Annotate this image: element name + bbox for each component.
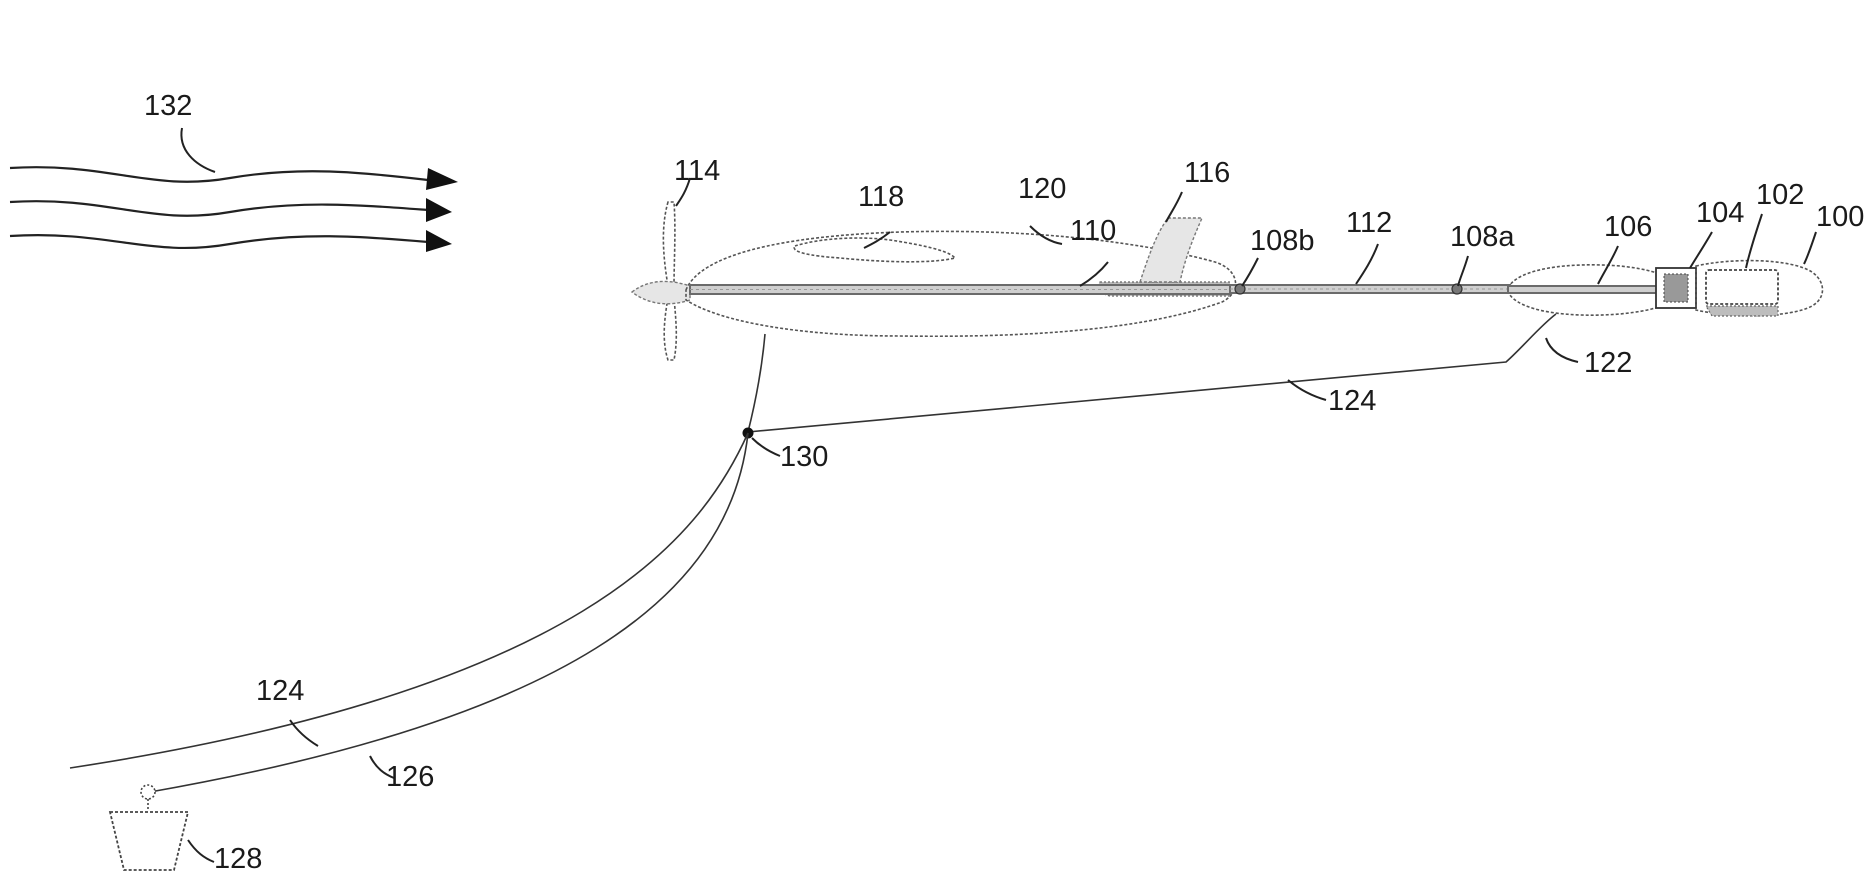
label-132: 132 <box>144 90 192 122</box>
leader-128 <box>188 840 214 862</box>
label-110: 110 <box>1070 215 1116 247</box>
leader-106 <box>1598 246 1618 284</box>
label-130: 130 <box>780 441 828 473</box>
label-118: 118 <box>858 181 904 213</box>
label-108a: 108a <box>1450 221 1515 253</box>
leader-112 <box>1356 244 1378 284</box>
leader-102 <box>1746 214 1762 268</box>
arrow-head-bottom-icon <box>426 230 452 252</box>
nose-base-shade <box>1706 306 1778 316</box>
spinner-cone <box>632 281 690 303</box>
leader-108b <box>1242 258 1258 286</box>
arrow-head-top-icon <box>426 168 458 190</box>
label-108b: 108b <box>1250 225 1315 257</box>
label-102: 102 <box>1756 179 1804 211</box>
label-126: 126 <box>386 761 434 793</box>
leader-104 <box>1690 232 1712 268</box>
rotor-blade-lower <box>664 298 676 360</box>
leader-132 <box>181 128 215 172</box>
arrow-head-middle-icon <box>426 198 452 222</box>
tail-fin-116 <box>1140 218 1202 282</box>
tether-upper-124 <box>748 314 1556 432</box>
wind-stream-middle <box>10 201 428 216</box>
label-114: 114 <box>674 155 720 187</box>
label-104: 104 <box>1696 197 1744 229</box>
rotor-blade-upper <box>663 202 675 286</box>
ground-anchor-128 <box>110 812 188 870</box>
label-116: 116 <box>1184 157 1230 189</box>
bridle-front <box>748 334 765 432</box>
leader-122 <box>1546 338 1578 362</box>
anchor-ring-icon <box>141 785 155 799</box>
rotor-assembly <box>632 178 690 360</box>
tether-ground-124 <box>70 433 748 768</box>
label-128: 128 <box>214 843 262 875</box>
label-100: 100 <box>1816 201 1864 233</box>
leader-108a <box>1458 256 1468 286</box>
inner-shaft-106 <box>1508 286 1660 293</box>
gear-pattern-icon <box>1664 274 1688 302</box>
label-124-upper: 124 <box>1328 385 1376 417</box>
label-120: 120 <box>1018 173 1066 205</box>
wind-stream-bottom <box>10 235 428 248</box>
label-124-lower: 124 <box>256 675 304 707</box>
label-112: 112 <box>1346 207 1392 239</box>
wind-flow-arrows <box>10 128 458 252</box>
cable-126 <box>150 433 748 792</box>
wind-stream-top <box>10 167 428 182</box>
generator-102 <box>1706 270 1778 304</box>
leader-124-upper <box>1288 380 1326 400</box>
label-106: 106 <box>1604 211 1652 243</box>
joint-108a-icon <box>1452 284 1462 294</box>
leader-100 <box>1804 232 1816 264</box>
leader-130 <box>752 438 780 456</box>
label-122: 122 <box>1584 347 1632 379</box>
